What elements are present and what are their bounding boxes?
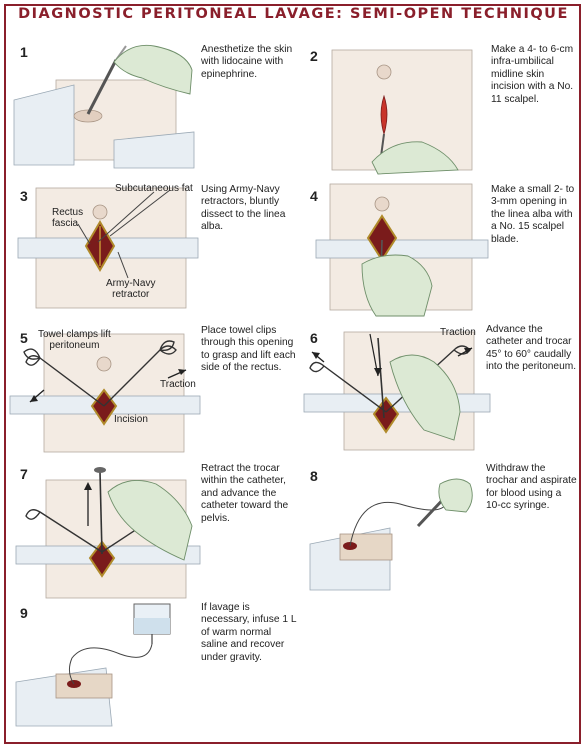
- step-6-illustration: [303, 331, 491, 451]
- step-6-text: Advance the catheter and trocar 45° to 6…: [486, 324, 577, 373]
- page-title: DIAGNOSTIC PERITONEAL LAVAGE: SEMI-OPEN …: [18, 6, 569, 22]
- label-towel-clamps: Towel clamps lift peritoneum: [38, 329, 111, 351]
- step-2-text: Make a 4- to 6-cm infra-umbilical midlin…: [491, 44, 574, 105]
- step-5-illustration: [9, 333, 201, 453]
- step-2-illustration: [331, 49, 473, 175]
- step-9-illustration: [15, 603, 171, 727]
- step-number: 6: [310, 330, 318, 346]
- step-7-text: Retract the trocar within the catheter, …: [201, 463, 289, 524]
- label-traction: Traction: [160, 379, 196, 390]
- step-number: 5: [20, 330, 28, 346]
- label-traction: Traction: [440, 327, 476, 338]
- step-3-illustration: [17, 187, 199, 309]
- label-army-navy-retractor: Army-Navy retractor: [106, 278, 156, 300]
- step-number: 9: [20, 605, 28, 621]
- step-7-illustration: [15, 467, 201, 599]
- step-9-text: If lavage is necessary, infuse 1 L of wa…: [201, 602, 297, 663]
- step-5-text: Place towel clips through this opening t…: [201, 325, 296, 374]
- step-1-text: Anesthetize the skin with lidocaine with…: [201, 44, 293, 80]
- step-number: 1: [20, 44, 28, 60]
- step-number: 4: [310, 188, 318, 204]
- step-4-illustration: [315, 183, 489, 317]
- step-number: 8: [310, 468, 318, 484]
- step-8-text: Withdraw the trochar and aspirate for bl…: [486, 463, 577, 512]
- label-subcutaneous-fat: Subcutaneous fat: [115, 183, 193, 194]
- step-4-text: Make a small 2- to 3-mm opening in the l…: [491, 184, 575, 245]
- step-8-illustration: [309, 478, 473, 591]
- step-number: 2: [310, 48, 318, 64]
- step-number: 3: [20, 188, 28, 204]
- label-incision: Incision: [114, 414, 148, 425]
- step-1-illustration: [13, 44, 195, 169]
- step-number: 7: [20, 466, 28, 482]
- label-rectus-fascia: Rectus fascia: [52, 207, 84, 229]
- step-3-text: Using Army-Navy retractors, bluntly diss…: [201, 184, 286, 233]
